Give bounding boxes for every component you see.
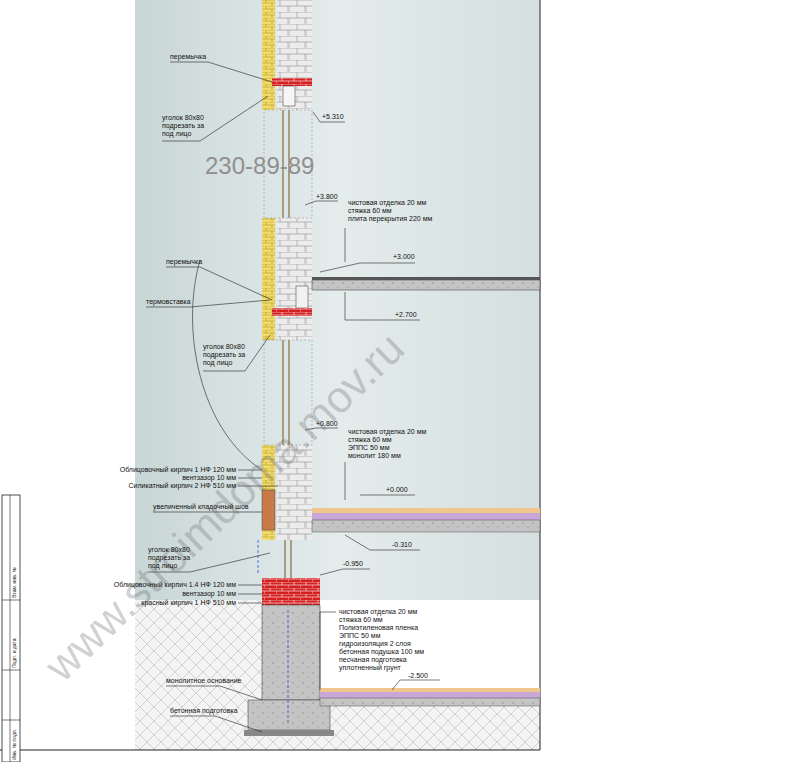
layer-label: чистовая отделка 20 мм [348, 199, 426, 207]
level-mark: +3.800 [316, 193, 338, 201]
wall-layer-label: Силикатный кирпич 2 НФ 510 мм [129, 482, 236, 490]
level-mark: +3.000 [393, 253, 415, 261]
angle-label: уголок 80х80 подрезать за под лицо [162, 114, 208, 138]
layer-label: стяжка 60 мм [339, 616, 383, 624]
lintel-label: перемычка [166, 258, 202, 266]
level-mark: +2.700 [395, 311, 417, 319]
layer-label: уплотненный грунт [339, 664, 401, 672]
stamp-label: Подп. и дата [11, 639, 17, 668]
angle-label: уголок 80х80 подрезать за под лицо [203, 343, 249, 367]
phone-number: 230-89-89 [205, 152, 314, 180]
layer-label: бетонная подушка 100 мм [339, 648, 424, 656]
level-mark: -0.310 [392, 541, 412, 549]
level-mark: -2.500 [408, 672, 428, 680]
wall-layer-label: вентзазор 10 мм [182, 474, 236, 482]
wall-layer-label: красный кирпич 1 НФ 510 мм [141, 599, 236, 607]
level-mark: +0.800 [316, 420, 338, 428]
lintel-label: перемычка [170, 53, 206, 61]
layer-label: Полиэтиленовая пленка [339, 624, 418, 632]
layer-label: песчаная подготовка [339, 656, 407, 664]
layer-label: стяжка 60 мм [348, 207, 392, 215]
stamp-label: Инв. № подл. [11, 729, 17, 760]
layer-label: чистовая отделка 20 мм [348, 428, 426, 436]
level-mark: -0.950 [343, 560, 363, 568]
insert-label: термовставка [146, 298, 191, 306]
foundation-label: монолитное основание [166, 677, 241, 685]
level-mark: +0.000 [386, 486, 408, 494]
layer-label: гидроизоляция 2 слоя [339, 640, 411, 648]
layer-label: ЭППС 50 мм [348, 444, 389, 452]
foundation-label: бетонная подготовка [170, 707, 238, 715]
layer-label: плита перекрытия 220 мм [348, 215, 432, 223]
layer-label: ЭППС 50 мм [339, 632, 380, 640]
wall-layer-label: вентзазор 10 мм [182, 590, 236, 598]
level-mark: +5.310 [322, 113, 344, 121]
angle-label: уголок 80х80 подрезать за под лицо [148, 546, 194, 570]
stamp-label: Взам. инв. № [11, 567, 17, 598]
wall-layer-label: Облицовочный кирпич 1.4 НФ 120 мм [114, 581, 236, 589]
wall-layer-label: Облицовочный кирпич 1 НФ 120 мм [120, 466, 236, 474]
joint-label: увеличенный кладочный шов [153, 503, 249, 511]
layer-label: монолит 180 мм [348, 452, 401, 460]
layer-label: чистовая отделка 20 мм [339, 608, 417, 616]
layer-label: стяжка 60 мм [348, 436, 392, 444]
